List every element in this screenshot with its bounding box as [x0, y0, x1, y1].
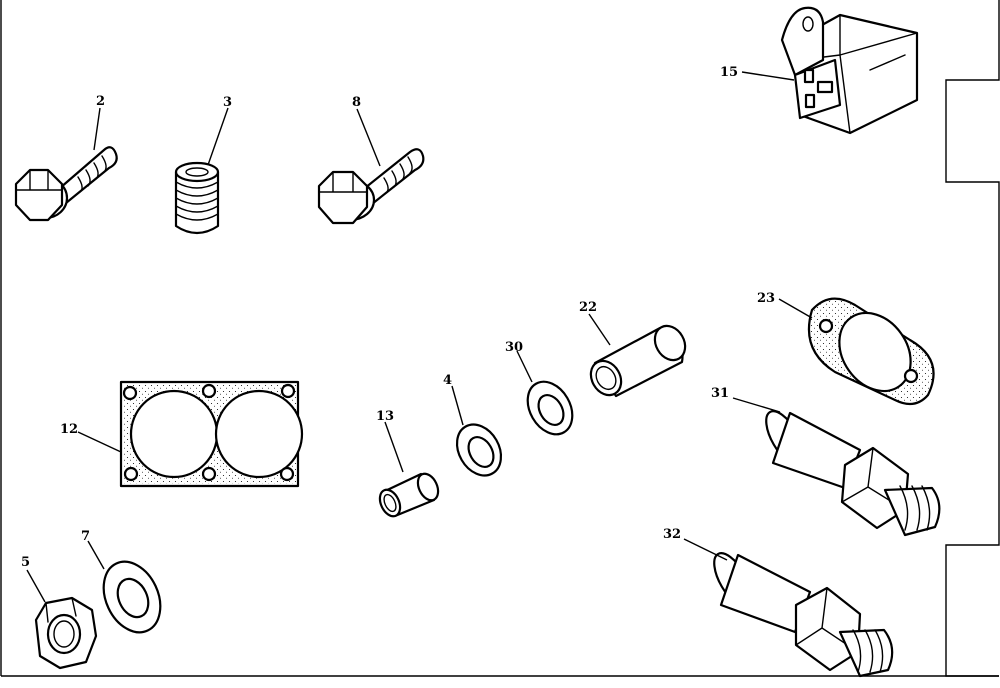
part-2-flange-bolt [14, 146, 118, 222]
part-31-fitting [765, 410, 941, 537]
callout-13: 13 [376, 409, 394, 424]
part-13-bushing [378, 472, 440, 518]
callout-5: 5 [21, 555, 30, 570]
callout-8: 8 [352, 95, 361, 110]
part-30-washer [526, 380, 574, 436]
callout-2: 2 [96, 94, 105, 109]
callout-22: 22 [579, 300, 597, 315]
callout-labels: 2 3 8 15 12 13 4 30 22 23 31 32 5 7 [21, 65, 775, 570]
callout-12: 12 [60, 422, 78, 437]
part-7-flat-washer [102, 560, 162, 634]
part-3-threaded-stud [174, 161, 220, 235]
callout-7: 7 [81, 529, 90, 544]
leader-lines [26, 71, 813, 603]
part-12-gasket [119, 380, 304, 488]
part-15-relay [780, 6, 919, 135]
part-4-washer [455, 423, 503, 477]
part-8-flange-bolt [317, 148, 425, 225]
part-5-hex-nut [34, 596, 98, 670]
callout-32: 32 [663, 527, 681, 542]
part-22-sleeve [589, 324, 687, 398]
part-23-flange-gasket [807, 297, 935, 406]
part-32-fitting [713, 552, 894, 678]
callout-30: 30 [505, 340, 523, 355]
callout-4: 4 [443, 373, 452, 388]
callout-15: 15 [720, 65, 738, 80]
callout-3: 3 [223, 95, 232, 110]
callout-31: 31 [711, 386, 729, 401]
callout-23: 23 [757, 291, 775, 306]
